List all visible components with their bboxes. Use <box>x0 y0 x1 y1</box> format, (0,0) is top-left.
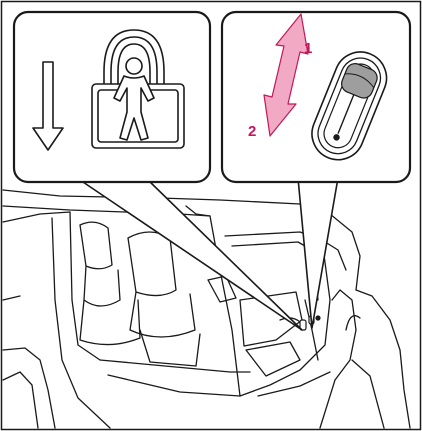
child-lock-lever-callout: 1 2 <box>222 12 410 182</box>
arrow-label-lock: 1 <box>304 40 312 57</box>
child-lock-symbol-callout <box>14 12 210 182</box>
arrow-label-unlock: 2 <box>248 123 256 140</box>
